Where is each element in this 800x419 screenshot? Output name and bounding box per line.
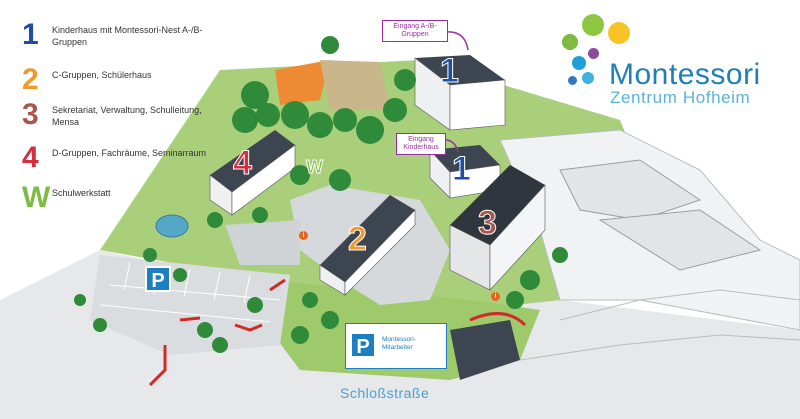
building-1-main [414,55,506,131]
building-2-number: 2 [348,220,368,258]
entry-arrows [148,278,527,387]
logo-dot [572,56,586,70]
legend-number: W [22,181,51,214]
legend-item-4: 4 D-Gruppen, Fachräume, Seminarraum [22,143,212,173]
courtyard [225,220,300,265]
legend-label: Kinderhaus mit Montessori-Nest A-/B-Grup… [52,25,203,47]
legend-number: 4 [22,141,39,174]
logo-dot [582,14,604,36]
pond [155,214,189,238]
street-label: Schloßstraße [340,385,430,401]
trees [74,36,568,353]
staff-parking-symbol: P [350,332,376,358]
staff-parking-sign: P Montessori-Mitarbeiter [345,323,447,369]
legend-number: 2 [22,63,39,96]
logo-title: Montessori [609,58,761,91]
staff-parking-building [450,320,520,380]
logo-dot [608,22,630,44]
parking-lot [90,255,290,355]
legend-label: Sekretariat, Verwaltung, Schulleitung, M… [52,105,202,127]
logo-dot [588,48,599,59]
legend-number: 1 [22,18,39,51]
workshop-label: W [306,157,324,178]
neighbor-building-a [559,159,702,221]
building-1-lower-number: 1 [452,150,472,188]
callout-entrance-kinderhaus: Eingang Kinderhaus [396,133,446,155]
logo-dot [568,76,577,85]
staff-parking-label: Montessori-Mitarbeiter [382,336,416,351]
building-4-number: 4 [233,144,253,182]
building-3-number: 3 [478,204,498,242]
logo-dot [562,34,578,50]
neighbor-building-b [598,209,762,271]
legend-number: 3 [22,98,39,131]
parking-sign: P [145,266,171,292]
street-outline-2 [519,334,800,361]
legend-label: C-Gruppen, Schülerhaus [52,70,152,80]
building-4 [209,130,296,216]
logo-dot [582,72,594,84]
info-marker: i [299,231,308,240]
building-2 [319,195,416,296]
legend-label: D-Gruppen, Fachräume, Seminarraum [52,148,207,158]
logo: Montessori Zentrum Hofheim [560,14,780,114]
building-1-number: 1 [440,52,460,90]
logo-subtitle: Zentrum Hofheim [610,88,751,107]
sports-field [275,60,330,105]
playground [320,60,390,110]
building-1-lower [429,145,501,199]
info-marker: i [491,292,500,301]
legend-item-w: W Schulwerkstatt [22,183,212,213]
legend-label: Schulwerkstatt [52,188,111,198]
street-outline [559,289,800,321]
callout-entrance-ab: Eingang A-/B-Gruppen [382,20,448,42]
legend-item-2: 2 C-Gruppen, Schülerhaus [22,65,212,95]
building-3 [449,165,546,291]
legend-item-1: 1 Kinderhaus mit Montessori-Nest A-/B-Gr… [22,20,212,50]
legend-item-3: 3 Sekretariat, Verwaltung, Schulleitung,… [22,100,212,130]
